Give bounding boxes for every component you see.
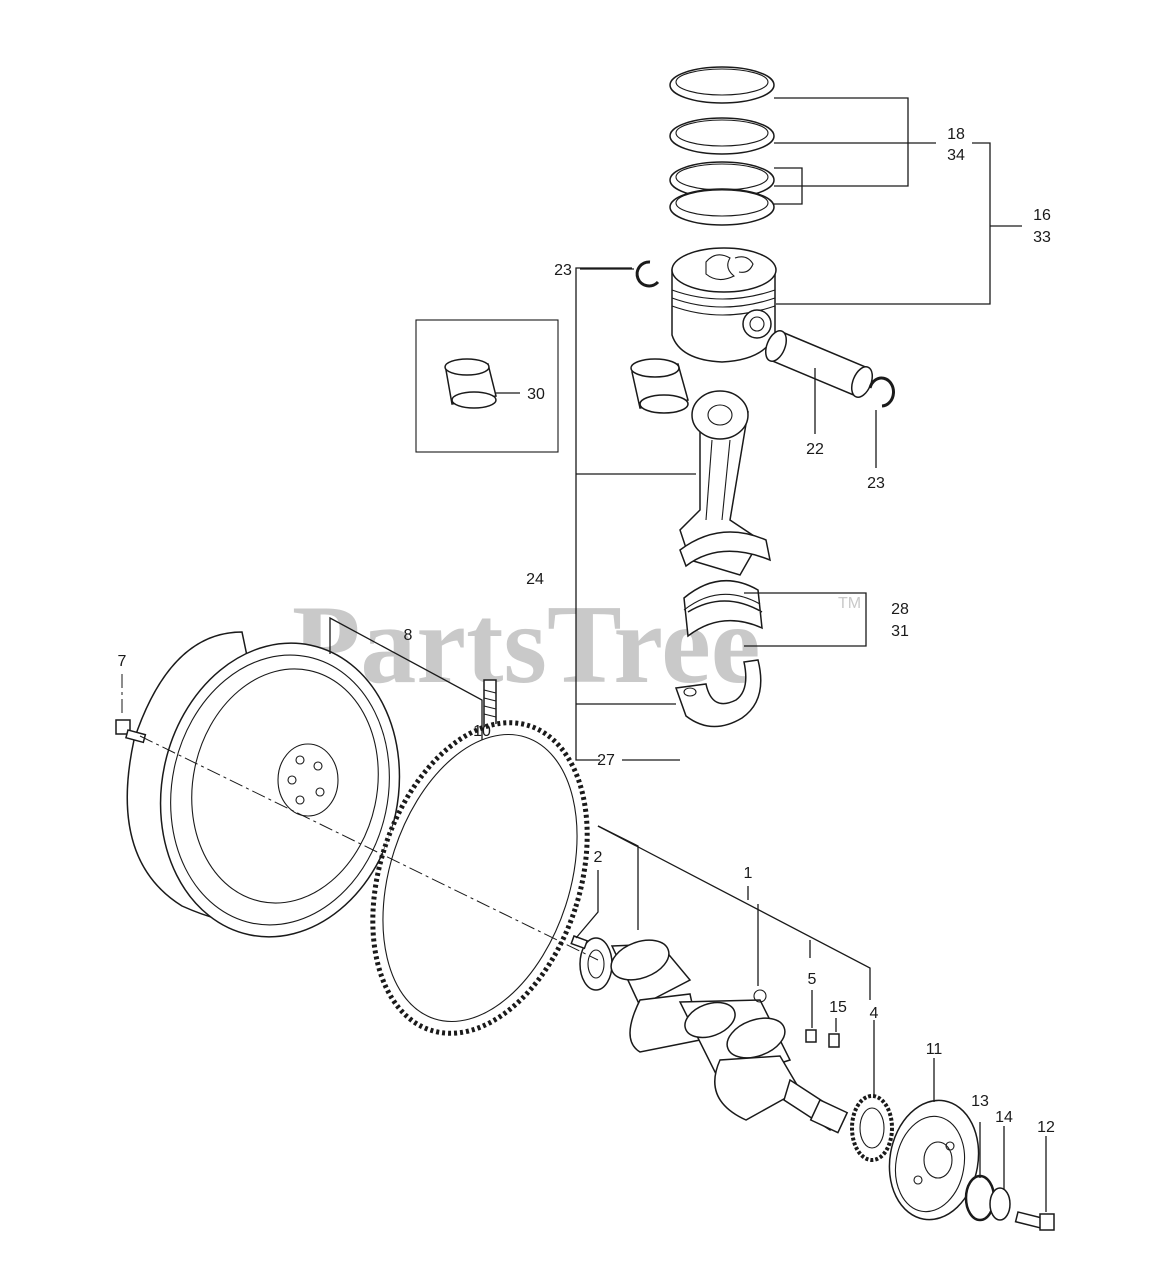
- callout-13: 13: [971, 1093, 989, 1110]
- callout-28: 28: [891, 601, 909, 618]
- washer: [989, 1187, 1011, 1221]
- callout-31: 31: [891, 623, 909, 640]
- callout-27: 27: [597, 752, 615, 769]
- rod-bearing: [683, 579, 763, 638]
- piston-pin: [764, 330, 874, 398]
- o-ring: [964, 1174, 996, 1222]
- rod-cap: [674, 659, 762, 728]
- bushing-inset: [444, 358, 497, 409]
- flywheel: [126, 631, 401, 938]
- callout-5: 5: [808, 971, 817, 988]
- ring-gear: [370, 720, 590, 1036]
- callout-24: 24: [526, 571, 544, 588]
- piston: [671, 247, 777, 363]
- dowel-pin: [570, 935, 589, 950]
- crank-gear: [850, 1094, 894, 1162]
- key-5: [805, 1029, 817, 1043]
- leader-lines: [121, 97, 1047, 1212]
- key-15: [828, 1033, 840, 1048]
- callout-8: 8: [404, 627, 413, 644]
- callout-34: 34: [947, 147, 965, 164]
- bushing-inset-box: [415, 319, 559, 453]
- callout-23-right: 23: [867, 475, 885, 492]
- callout-33: 33: [1033, 229, 1051, 246]
- callout-14: 14: [995, 1109, 1013, 1126]
- callout-23-left: 23: [554, 262, 572, 279]
- connecting-rod: [679, 390, 772, 576]
- snap-ring-left: [635, 260, 660, 288]
- callout-4: 4: [870, 1005, 879, 1022]
- callout-labels: 1 2 4 5 7 8 10 11 12 13 14 15 16 18 22 2…: [118, 126, 1055, 1136]
- callout-16: 16: [1033, 207, 1051, 224]
- callout-30: 30: [527, 386, 545, 403]
- callout-2: 2: [594, 849, 603, 866]
- watermark-tm: TM: [838, 595, 861, 612]
- small-end-bushing: [630, 358, 689, 414]
- callout-12: 12: [1037, 1119, 1055, 1136]
- callout-22: 22: [806, 441, 824, 458]
- pulley-bolt: [1014, 1211, 1055, 1231]
- callout-15: 15: [829, 999, 847, 1016]
- callout-18: 18: [947, 126, 965, 143]
- callout-10: 10: [473, 723, 491, 740]
- callout-7: 7: [118, 653, 127, 670]
- callout-1: 1: [744, 865, 753, 882]
- crank-plug: [753, 989, 767, 1003]
- crankshaft: [579, 937, 849, 1134]
- snap-ring-right: [868, 376, 895, 408]
- crank-pulley: [888, 1099, 980, 1221]
- callout-11: 11: [926, 1041, 943, 1058]
- piston-rings: [669, 66, 775, 226]
